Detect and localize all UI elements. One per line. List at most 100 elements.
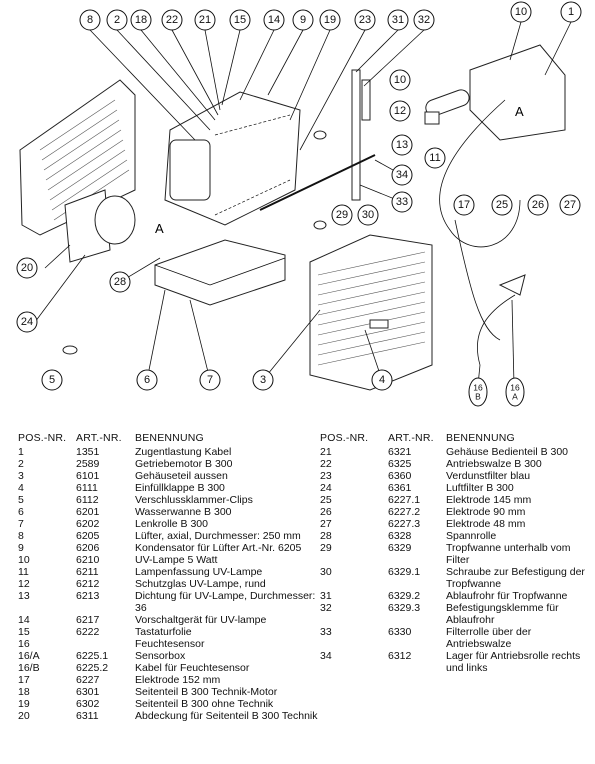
cell-pos: 4 <box>18 482 24 494</box>
cell-art: 6217 <box>76 614 100 626</box>
cell-art: 6329.3 <box>388 602 421 614</box>
cell-pos: 15 <box>18 626 30 638</box>
cell-art: 6202 <box>76 518 100 530</box>
exploded-parts-diagram: 8 2 18 22 21 15 14 9 19 23 31 32 10 1 10… <box>16 1 582 407</box>
svg-text:6: 6 <box>144 374 150 386</box>
main-housing <box>164 91 301 226</box>
cell-art: 6227.2 <box>388 506 421 518</box>
cell-name: Getriebemotor B 300 <box>135 458 233 470</box>
cell-name: Lenkrolle B 300 <box>135 518 208 530</box>
cell-art: 6329 <box>388 542 412 554</box>
svg-text:4: 4 <box>379 374 385 386</box>
callout-33: 33 <box>391 191 413 213</box>
svg-text:27: 27 <box>564 199 576 211</box>
cell-pos: 20 <box>18 710 30 722</box>
cell-pos: 11 <box>18 566 29 578</box>
svg-text:10: 10 <box>394 74 406 86</box>
cell-name: Elektrode 145 mm <box>446 494 532 506</box>
detail-label-a: A <box>155 221 164 236</box>
cell-name: Lampenfassung UV-Lampe <box>135 566 263 578</box>
cell-name: Feuchtesensor <box>135 638 205 650</box>
cell-art: 6210 <box>76 554 100 566</box>
callout-26: 26 <box>527 194 549 216</box>
cell-name: Gehäuse Bedienteil B 300 <box>446 446 569 458</box>
cell-name: Tropfwanne unterhalb vom Filter <box>446 542 571 566</box>
cell-pos: 3 <box>18 470 24 482</box>
cell-art: 6312 <box>388 650 412 662</box>
cell-pos: 14 <box>18 614 30 626</box>
cell-art: 6330 <box>388 626 412 638</box>
svg-text:16A: 16A <box>510 383 520 402</box>
cell-pos: 23 <box>320 470 332 482</box>
callout-2: 2 <box>106 9 128 31</box>
callout-6: 6 <box>136 369 158 391</box>
cell-art: 6329.1 <box>388 566 421 578</box>
callout-14: 14 <box>263 9 285 31</box>
callout-13: 13 <box>391 134 413 156</box>
clip-part <box>62 345 78 355</box>
cell-pos: 32 <box>320 602 332 614</box>
cell-art: 6222 <box>76 626 100 638</box>
cell-name: Dichtung für UV-Lampe, Durchmesser: 36 <box>135 590 316 614</box>
cell-pos: 24 <box>320 482 332 494</box>
cell-name: Seitenteil B 300 ohne Technik <box>135 698 274 710</box>
cell-pos: 30 <box>320 566 332 578</box>
svg-text:15: 15 <box>234 14 246 26</box>
cell-pos: 29 <box>320 542 332 554</box>
cell-art: 6311 <box>76 710 99 722</box>
cell-name: Vorschaltgerät für UV-lampe <box>135 614 267 626</box>
header-art: ART.-NR. <box>76 432 122 444</box>
callout-1: 1 <box>560 1 582 23</box>
cell-pos: 34 <box>320 650 332 662</box>
svg-text:16B: 16B <box>473 383 483 402</box>
svg-text:29: 29 <box>336 209 348 221</box>
svg-text:31: 31 <box>392 14 404 26</box>
svg-text:26: 26 <box>532 199 544 211</box>
cell-name: Verdunstfilter blau <box>446 470 531 482</box>
cell-art: 6227.3 <box>388 518 421 530</box>
drain-pipe <box>351 69 371 201</box>
cell-art: 1351 <box>76 446 100 458</box>
cell-name: Filterrolle über der Antriebswalze <box>446 626 532 650</box>
table-row: 14 6217 Vorschaltgerät für UV-lampe <box>18 614 318 626</box>
cell-art: 6101 <box>76 470 100 482</box>
callout-22: 22 <box>161 9 183 31</box>
callout-4: 4 <box>371 369 393 391</box>
cell-art: 6225.1 <box>76 650 109 662</box>
screw-part <box>313 130 327 140</box>
cell-name: Zugentlastung Kabel <box>135 446 232 458</box>
callout-25: 25 <box>491 194 513 216</box>
humidity-sensor <box>477 274 526 386</box>
cell-name: Wasserwanne B 300 <box>135 506 232 518</box>
svg-text:14: 14 <box>268 14 280 26</box>
cell-pos: 17 <box>18 674 30 686</box>
callout-32: 32 <box>413 9 435 31</box>
cell-art: 6302 <box>76 698 100 710</box>
screw-part <box>313 220 327 230</box>
cell-art: 6205 <box>76 530 100 542</box>
air-filter-frame <box>64 189 136 263</box>
svg-text:34: 34 <box>396 169 408 181</box>
cell-name: Abdeckung für Seitenteil B 300 Technik <box>135 710 318 722</box>
cell-name: Luftfilter B 300 <box>446 482 514 494</box>
svg-text:11: 11 <box>429 152 440 164</box>
svg-text:19: 19 <box>324 14 336 26</box>
